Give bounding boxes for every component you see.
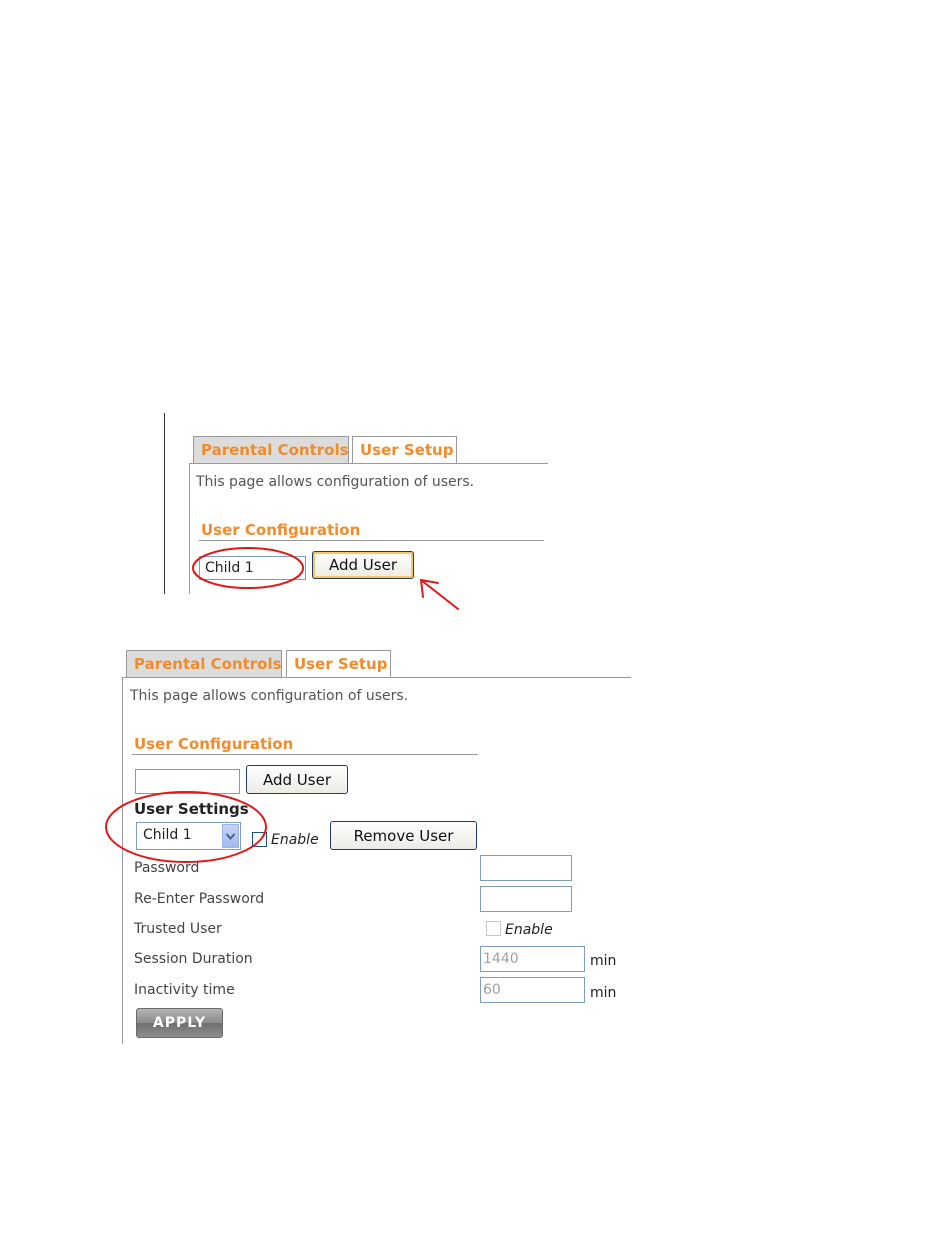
top-section-rule bbox=[199, 540, 544, 541]
apply-button[interactable]: APPLY bbox=[136, 1008, 223, 1038]
bottom-section-title: User Configuration bbox=[134, 735, 294, 753]
bottom-tab-parental-controls[interactable]: Parental Controls bbox=[126, 650, 282, 678]
top-tab-parental-controls[interactable]: Parental Controls bbox=[193, 436, 349, 464]
trusted-user-checkbox[interactable] bbox=[486, 921, 501, 936]
bottom-tab-user-setup[interactable]: User Setup bbox=[286, 650, 391, 678]
bottom-user-name-input[interactable] bbox=[135, 769, 240, 794]
inactivity-time-input[interactable] bbox=[480, 977, 585, 1003]
remove-user-button[interactable]: Remove User bbox=[330, 821, 477, 850]
chevron-down-icon[interactable] bbox=[222, 824, 239, 848]
bottom-add-user-button[interactable]: Add User bbox=[246, 765, 348, 794]
session-duration-input[interactable] bbox=[480, 946, 585, 972]
bottom-tab-baseline bbox=[122, 677, 631, 678]
top-add-user-button[interactable]: Add User bbox=[312, 551, 414, 579]
bottom-content-border bbox=[122, 677, 123, 1044]
user-enable-label: Enable bbox=[271, 832, 319, 848]
reenter-password-label: Re-Enter Password bbox=[134, 891, 265, 907]
top-user-name-input[interactable] bbox=[199, 556, 306, 580]
top-page-description: This page allows configuration of users. bbox=[196, 474, 475, 490]
password-label: Password bbox=[134, 860, 200, 876]
annotation-arrow bbox=[420, 579, 459, 610]
top-panel-left-border bbox=[164, 413, 165, 594]
user-select-value: Child 1 bbox=[143, 827, 192, 843]
user-settings-label: User Settings bbox=[134, 800, 249, 818]
password-input[interactable] bbox=[480, 855, 572, 881]
user-enable-checkbox[interactable] bbox=[252, 832, 267, 847]
trusted-user-enable-label: Enable bbox=[505, 922, 553, 938]
reenter-password-input[interactable] bbox=[480, 886, 572, 912]
top-tab-baseline bbox=[189, 463, 548, 464]
session-duration-label: Session Duration bbox=[134, 951, 253, 967]
bottom-section-rule bbox=[132, 754, 478, 755]
user-select-dropdown[interactable]: Child 1 bbox=[136, 822, 241, 850]
top-section-title: User Configuration bbox=[201, 521, 361, 539]
top-content-border bbox=[189, 463, 190, 594]
top-tab-user-setup[interactable]: User Setup bbox=[352, 436, 457, 464]
trusted-user-label: Trusted User bbox=[134, 921, 222, 937]
inactivity-time-label: Inactivity time bbox=[134, 982, 235, 998]
inactivity-time-unit: min bbox=[590, 985, 617, 1001]
bottom-page-description: This page allows configuration of users. bbox=[130, 688, 409, 704]
session-duration-unit: min bbox=[590, 953, 617, 969]
